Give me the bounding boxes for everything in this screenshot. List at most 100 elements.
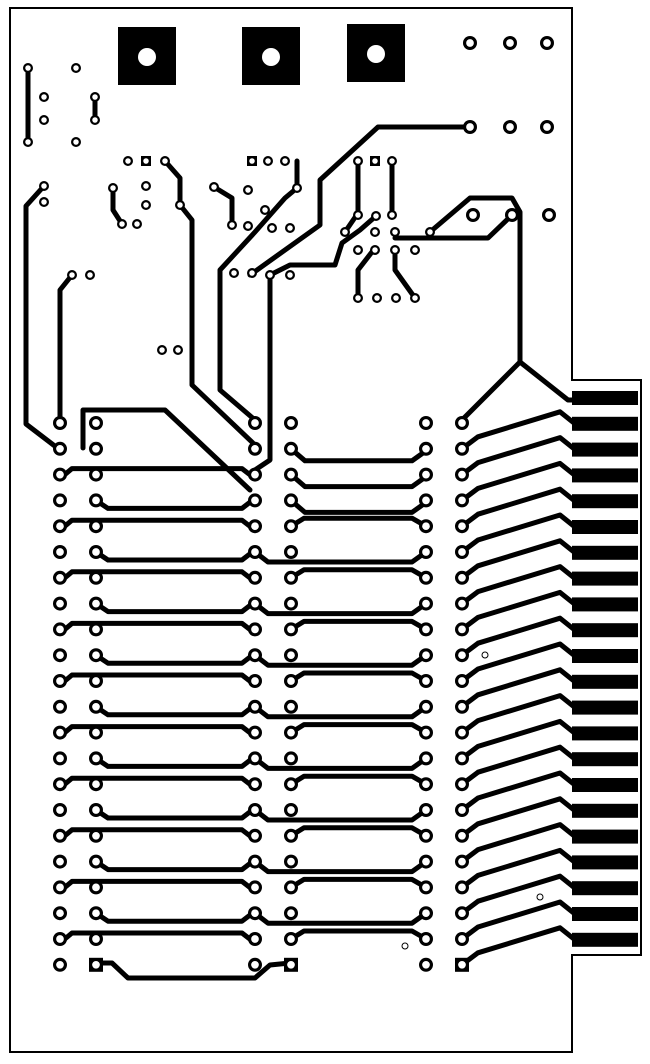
via-marker [401,942,409,950]
pad-hole [287,909,295,918]
pad-hole [422,625,430,634]
pad-hole [92,470,100,479]
pad-hole [422,573,430,582]
pad-hole [287,651,295,660]
pad-hole [355,212,361,218]
via-marker [481,651,489,659]
trace [93,495,258,511]
pad-hole [251,573,259,582]
pad-hole [422,831,430,840]
pad-hole [422,651,430,660]
edge-finger [572,571,638,586]
pad-hole [69,272,75,278]
pad-hole [56,625,64,634]
pad-hole [355,247,361,253]
pad-hole [159,347,165,353]
pad-hole [287,677,295,685]
pad-hole [56,702,64,711]
edge-finger [572,468,638,483]
trace [459,925,578,968]
pad-hole [458,960,466,969]
pad-hole [458,935,466,943]
pad-hole [287,496,295,505]
pad-hole [458,522,466,531]
edge-finger [572,416,638,431]
pad-hole [543,39,551,47]
pad-hole [458,444,466,453]
pad-hole [56,883,64,892]
trace [93,702,258,718]
trace [288,618,429,632]
trace [288,825,429,839]
pad-hole [56,754,64,763]
pad-hole [287,935,295,943]
trace [252,652,429,668]
pad-hole [508,211,516,219]
pad-hole [92,728,100,737]
pad-hole [56,935,64,943]
pad-hole [162,158,168,164]
via-marker [536,893,544,901]
pad-hole [92,677,100,685]
pad-hole [175,347,181,353]
pad-hole [251,857,259,866]
pad-hole [287,857,295,866]
pad-hole [458,599,466,608]
trace [459,770,578,813]
pad-hole [92,625,100,634]
pad-hole [287,702,295,711]
pad-hole [25,139,31,145]
pad-hole [251,677,259,685]
pad-hole [56,651,64,660]
trace [288,773,429,787]
pad-hole [41,199,47,205]
trace [288,670,429,684]
pad-hole [251,470,259,479]
pad-hole [56,573,64,582]
pad-hole [372,247,378,253]
pad-hole [287,625,295,634]
pad-hole [41,183,47,189]
pad-hole [422,677,430,685]
trace [288,722,429,736]
pad-hole [342,229,348,235]
pad-hole [287,548,295,556]
pad-hole [458,625,466,634]
pad-hole [251,883,259,892]
pad-hole [177,202,183,208]
trace [459,564,578,607]
pad-hole [458,831,466,840]
pad-hole [25,65,31,71]
trace [459,460,578,503]
pad-hole [251,935,259,943]
pad-hole [251,960,259,969]
pad-hole [294,185,300,191]
edge-finger [572,442,638,457]
pad-hole [545,211,553,219]
pad-hole [422,806,430,814]
pad-hole [249,270,255,276]
pad-hole [251,625,259,634]
pad-hole [92,780,100,789]
pad-hole [458,728,466,737]
pad-hole [287,831,295,840]
edge-finger [572,855,638,870]
pad-hole [265,158,271,164]
pad-hole [458,496,466,505]
trace [459,512,578,555]
pad-hole [251,599,259,608]
pad-hole [506,123,514,131]
pad-hole [56,677,64,685]
pad-hole [125,158,131,164]
pad-hole [392,229,398,235]
trace [93,650,258,666]
pad-hole [251,419,259,427]
pad-hole [372,229,378,235]
pad-hole [422,470,430,479]
pad-hole [422,780,430,789]
trace [459,899,578,942]
pad-hole [355,158,361,164]
pad-hole [287,754,295,763]
pad-hole [73,65,79,71]
pad-hole [392,247,398,253]
